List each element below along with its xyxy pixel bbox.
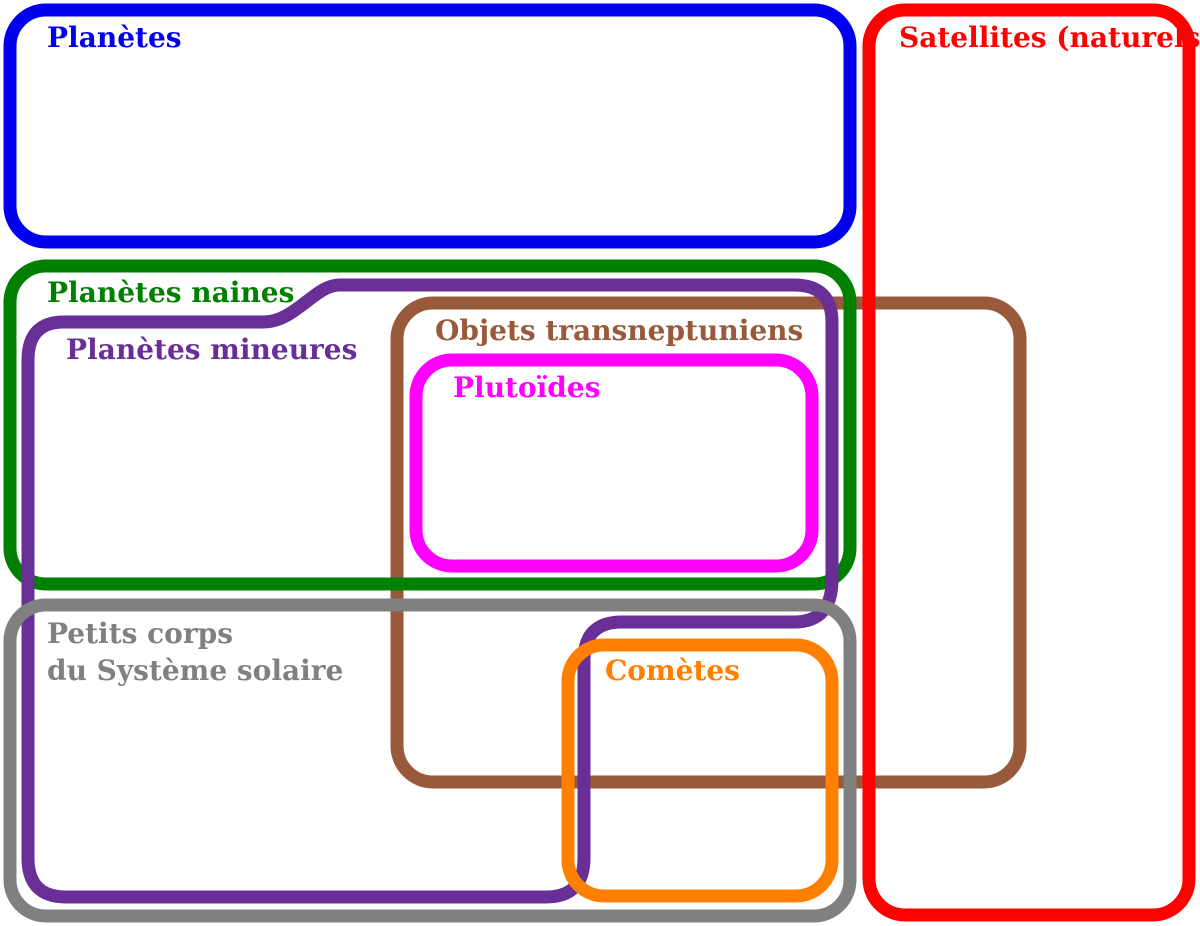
petits-corps-label-line2: du Système solaire xyxy=(47,654,343,687)
planetes-region xyxy=(3,3,857,249)
petits-corps-region xyxy=(3,598,857,923)
planetes-mineures-region xyxy=(21,278,839,904)
cometes-region xyxy=(561,638,839,903)
planetes-label: Planètes xyxy=(47,21,182,54)
satellites-region xyxy=(862,3,1196,922)
satellites-label: Satellites (naturels) xyxy=(899,21,1200,54)
objets-transneptuniens-label: Objets transneptuniens xyxy=(435,314,803,347)
petits-corps-label-line1: Petits corps xyxy=(47,617,233,650)
objets-transneptuniens-region xyxy=(390,296,1027,789)
plutoides-label: Plutoïdes xyxy=(453,371,600,404)
cometes-label: Comètes xyxy=(605,654,740,687)
plutoides-region xyxy=(409,353,819,573)
planetes-mineures-label: Planètes mineures xyxy=(66,333,357,366)
planetes-naines-region xyxy=(3,259,857,591)
planetes-naines-label: Planètes naines xyxy=(47,276,294,309)
